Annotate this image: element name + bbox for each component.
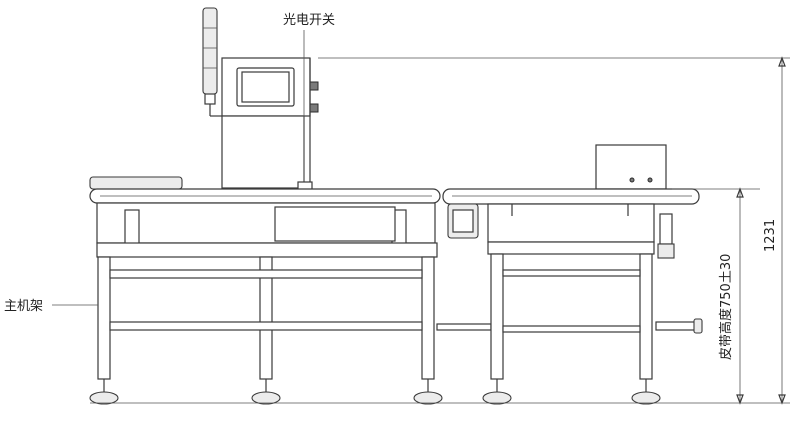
dimension-total-height [90, 56, 790, 405]
control-pillar [221, 58, 311, 189]
signal-tower [202, 7, 222, 117]
control-box [221, 57, 319, 117]
reject-conveyor [442, 144, 700, 405]
weighing-conveyor [89, 176, 443, 405]
main-frame-label: 主机架 [4, 299, 43, 314]
belt-height-label: 皮带高度750土30 [718, 254, 734, 360]
dimension-belt-height [672, 187, 760, 405]
connecting-rail [436, 318, 703, 334]
total-height-label: 1231 [763, 219, 778, 252]
photo-switch-label: 光电开关 [283, 13, 335, 28]
